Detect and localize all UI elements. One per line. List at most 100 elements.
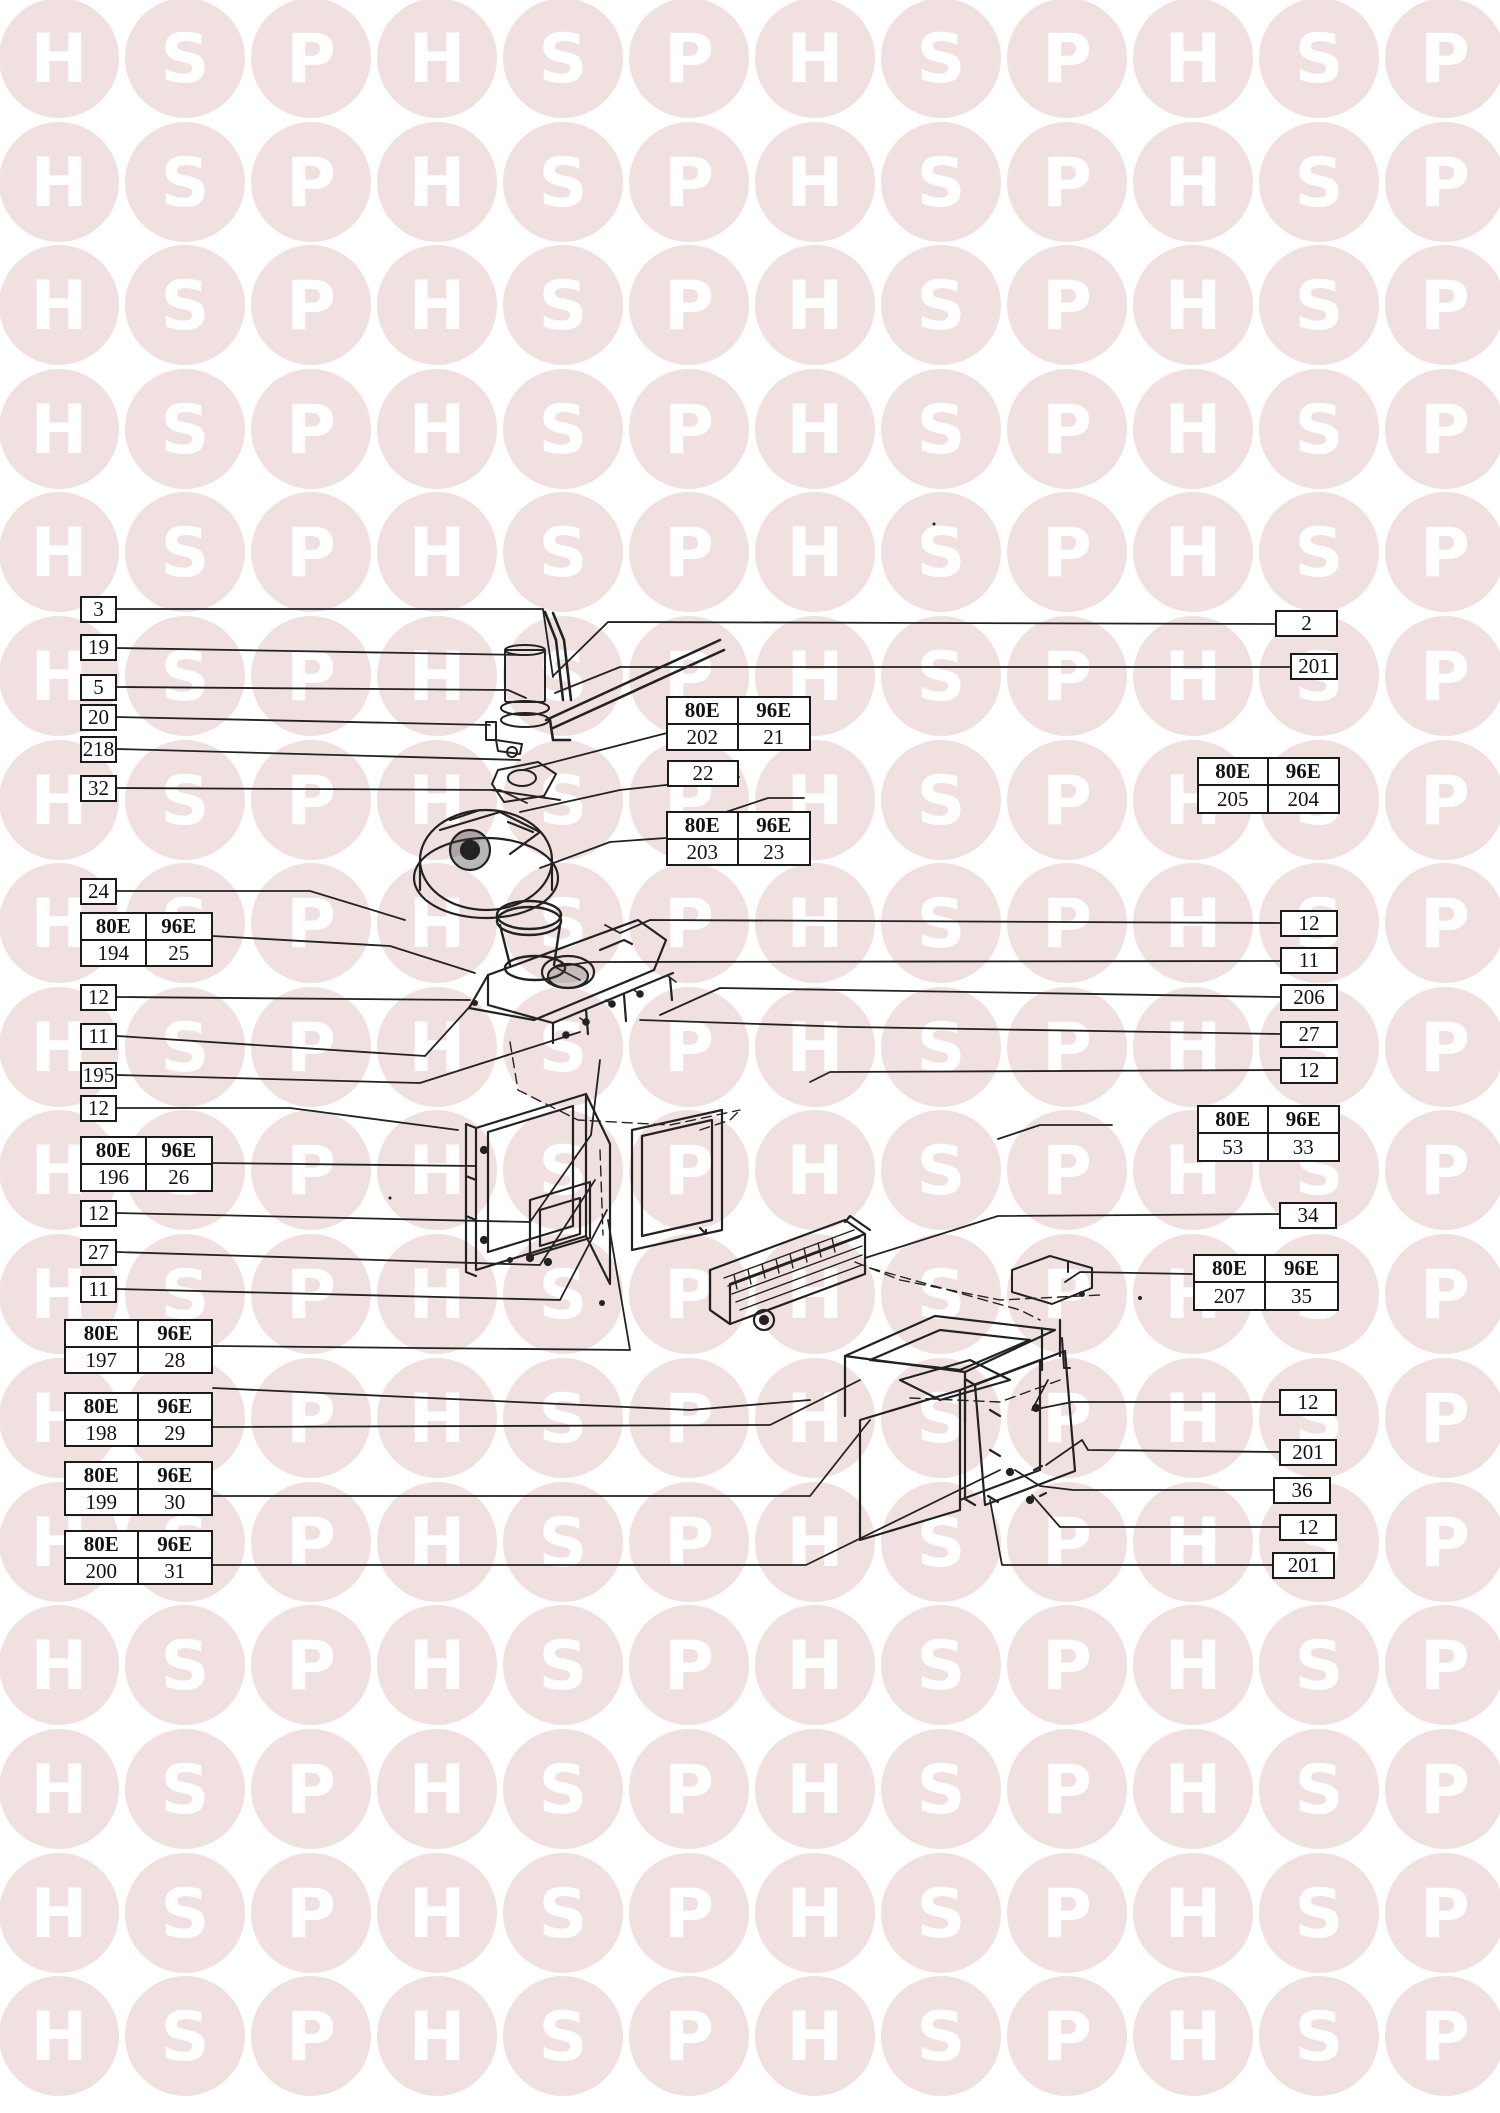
watermark-letter: H [1165, 1875, 1222, 1954]
header-96e: 96E [138, 1463, 211, 1490]
watermark-circle [251, 987, 371, 1107]
watermark-circle [1133, 0, 1253, 118]
label-24: 24 [80, 878, 117, 905]
header-80e: 80E [1195, 1256, 1266, 1283]
watermark-letter: S [1295, 1998, 1344, 2077]
label-11: 11 [80, 1276, 117, 1303]
part-table-198-29: 80E 96E 198 29 [64, 1392, 213, 1447]
watermark-circle [755, 245, 875, 365]
watermark-circle [0, 122, 119, 242]
watermark-circle [503, 1976, 623, 2096]
watermark-circle [881, 1605, 1001, 1725]
watermark-circle [0, 1358, 119, 1478]
watermark-letter: H [1165, 1751, 1222, 1830]
watermark-circle [1007, 0, 1127, 118]
watermark-circle [251, 863, 371, 983]
watermark-letter: H [409, 1132, 466, 1211]
watermark-letter: P [1042, 514, 1092, 593]
watermark-letter: S [917, 885, 966, 964]
watermark-circle [1385, 369, 1500, 489]
watermark-circle [1385, 1853, 1500, 1973]
watermark-letter: S [917, 1998, 966, 2077]
watermark-letter: H [31, 1751, 88, 1830]
watermark-circle [1007, 122, 1127, 242]
part-table-205-204: 80E 96E 205 204 [1197, 757, 1340, 814]
watermark-letter: H [409, 20, 466, 99]
watermark-letter: H [787, 1751, 844, 1830]
watermark-letter: S [917, 1751, 966, 1830]
header-96e: 96E [1266, 1256, 1337, 1283]
watermark-circle [1133, 987, 1253, 1107]
watermark-circle [1133, 1729, 1253, 1849]
watermark-letter: P [1042, 885, 1092, 964]
header-96e: 96E [1268, 1107, 1338, 1134]
watermark-letter: S [917, 514, 966, 593]
watermark-circle [629, 492, 749, 612]
part-table-202-21: 80E 96E 202 21 [666, 696, 811, 751]
watermark-letter: S [539, 20, 588, 99]
watermark-letter: P [1042, 1009, 1092, 1088]
watermark-circle [377, 369, 497, 489]
watermark-circle [251, 1358, 371, 1478]
watermark-letter: S [539, 885, 588, 964]
watermark-circle [881, 616, 1001, 736]
watermark-letter: S [917, 267, 966, 346]
watermark-letter: P [1420, 762, 1470, 841]
watermark-circle [629, 1110, 749, 1230]
watermark-letter: P [1420, 267, 1470, 346]
watermark-circle [251, 1853, 371, 1973]
watermark-letter: H [31, 885, 88, 964]
watermark-letter: H [787, 885, 844, 964]
watermark-circle [251, 0, 371, 118]
watermark-circle [251, 492, 371, 612]
watermark-letter: H [31, 1009, 88, 1088]
watermark-circle [755, 1110, 875, 1230]
watermark-circle [1259, 245, 1379, 365]
watermark-letter: S [161, 144, 210, 223]
watermark-letter: P [664, 391, 714, 470]
watermark-letter: P [1042, 638, 1092, 717]
label-12: 12 [80, 1095, 117, 1122]
sensor-cylinder [500, 644, 550, 728]
watermark-letter: H [409, 1627, 466, 1706]
watermark-circle [125, 245, 245, 365]
watermark-circle [1385, 1976, 1500, 2096]
watermark-letter: P [286, 1132, 336, 1211]
watermark-circle [1007, 863, 1127, 983]
part-number-96e: 35 [1291, 1283, 1312, 1308]
watermark-circle [125, 1729, 245, 1849]
heat-exchanger [708, 1214, 872, 1332]
watermark-letter: P [664, 267, 714, 346]
watermark-letter: S [161, 391, 210, 470]
watermark-circle [1133, 1976, 1253, 2096]
watermark-letter: H [409, 514, 466, 593]
watermark-letter: H [787, 20, 844, 99]
watermark-circle [125, 0, 245, 118]
watermark-letter: P [286, 885, 336, 964]
watermark-letter: P [1420, 1751, 1470, 1830]
watermark-letter: P [1042, 1998, 1092, 2077]
part-number-96e: 31 [164, 1559, 186, 1583]
watermark-circle [1385, 863, 1500, 983]
leader-lines [116, 608, 1291, 1566]
watermark-letter: S [539, 1627, 588, 1706]
watermark-circle [377, 1853, 497, 1973]
watermark-letter: H [409, 144, 466, 223]
watermark-circle [629, 122, 749, 242]
watermark-letter: P [664, 20, 714, 99]
watermark-letter: S [917, 1132, 966, 1211]
watermark-circle [1385, 1605, 1500, 1725]
screw-dots [388, 522, 1142, 1306]
label-36: 36 [1273, 1477, 1331, 1504]
watermark-circle [125, 740, 245, 860]
watermark-letter: H [787, 1256, 844, 1335]
watermark-circle [251, 1110, 371, 1230]
watermark-circle [1259, 1853, 1379, 1973]
part-number-96e: 23 [763, 840, 785, 864]
watermark-circle [251, 1482, 371, 1602]
watermark-letter: H [787, 1875, 844, 1954]
watermark-circle [125, 1605, 245, 1725]
watermark-letter: P [1420, 514, 1470, 593]
part-number-96e: 25 [168, 941, 190, 965]
watermark-letter: S [1295, 514, 1344, 593]
